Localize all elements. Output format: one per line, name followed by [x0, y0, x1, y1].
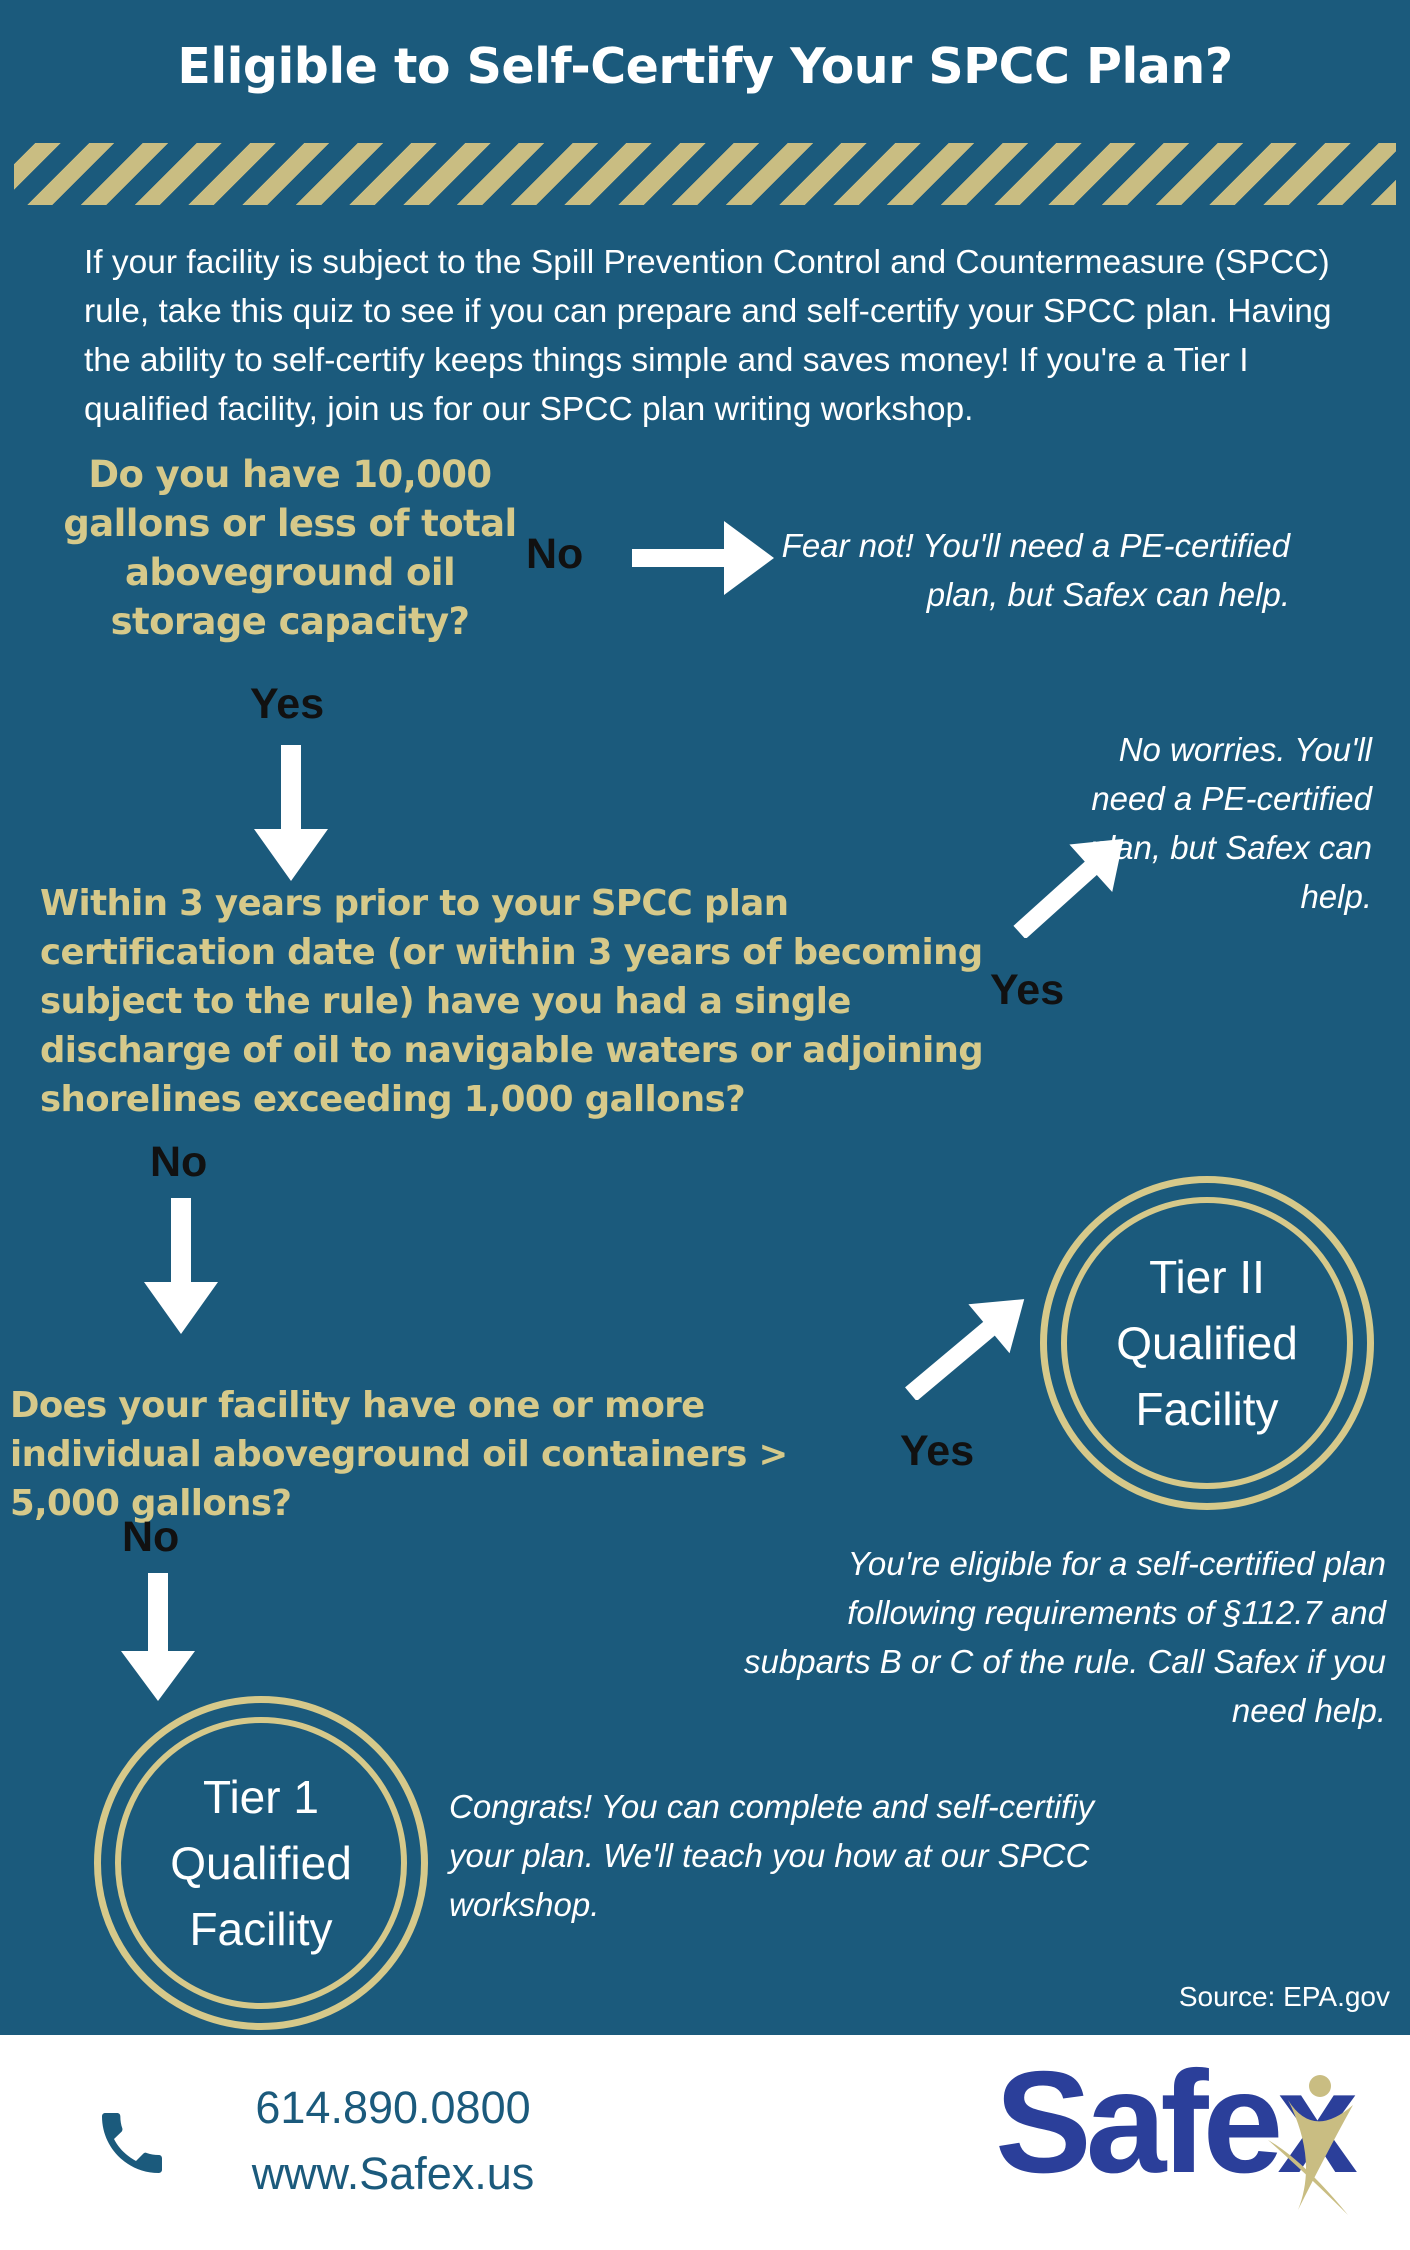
q1-no-result: Fear not! You'll need a PE-certified pla…	[781, 527, 1290, 613]
hazard-stripe-divider	[14, 143, 1396, 205]
infographic-panel	[0, 0, 1410, 2035]
question-2: Within 3 years prior to your SPCC plan c…	[40, 883, 984, 1120]
q3-yes-label: Yes	[900, 1427, 975, 1475]
right-arrow-icon	[632, 521, 774, 595]
down-arrow-icon	[121, 1573, 195, 1701]
q2-yes-label: Yes	[990, 966, 1065, 1014]
q2-no-label: No	[150, 1138, 208, 1186]
q1-yes-label: Yes	[250, 680, 325, 728]
tier-1-badge: Tier 1 Qualified Facility	[94, 1696, 428, 2030]
tier-2-result: You're eligible for a self-certified pla…	[744, 1545, 1386, 1729]
diagonal-arrow-icon	[905, 1299, 1025, 1400]
question-1: Do you have 10,000 gallons or less of to…	[63, 453, 517, 643]
page-title: Eligible to Self-Certify Your SPCC Plan?	[177, 38, 1233, 95]
logo-figure-icon	[1268, 2075, 1353, 2215]
diagonal-arrow-icon	[1013, 838, 1124, 938]
down-arrow-icon	[254, 745, 328, 881]
tier-2-badge-text: Tier II Qualified Facility	[1116, 1251, 1298, 1435]
q1-no-label: No	[526, 530, 584, 578]
phone-icon	[102, 2113, 162, 2173]
source-credit: Source: EPA.gov	[1178, 1981, 1390, 2012]
tier-1-result: Congrats! You can complete and self-cert…	[449, 1788, 1095, 1923]
tier-1-badge-text: Tier 1 Qualified Facility	[170, 1771, 352, 1955]
website-link[interactable]: www.Safex.us	[251, 2148, 535, 2199]
tier-2-badge: Tier II Qualified Facility	[1040, 1176, 1374, 1510]
intro-text: If your facility is subject to the Spill…	[84, 244, 1332, 428]
down-arrow-icon	[144, 1198, 218, 1334]
phone-number[interactable]: 614.890.0800	[255, 2082, 531, 2133]
q2-yes-result: No worries. You'll need a PE-certified p…	[1089, 731, 1372, 915]
q3-no-label: No	[122, 1513, 180, 1561]
question-3: Does your facility have one or more indi…	[10, 1385, 788, 1524]
